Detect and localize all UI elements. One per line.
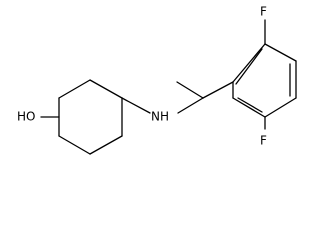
bond bbox=[232, 97, 266, 118]
molecule-structure: HO NH F F bbox=[17, 5, 297, 155]
cyclohexane-ring bbox=[58, 79, 123, 155]
bond bbox=[264, 97, 297, 118]
bond-ch-aryl bbox=[202, 81, 234, 99]
bond bbox=[232, 43, 266, 83]
bond bbox=[58, 135, 91, 155]
bond-ring-n bbox=[121, 97, 151, 114]
fluorine-top-label: F bbox=[260, 5, 267, 19]
bond-double bbox=[235, 48, 263, 85]
bond-ch-methyl bbox=[176, 81, 204, 99]
bond bbox=[264, 43, 297, 62]
fluorine-bottom-label: F bbox=[260, 134, 267, 148]
bond bbox=[58, 79, 91, 99]
bond bbox=[89, 135, 123, 155]
amine-label: NH bbox=[151, 110, 169, 124]
bond bbox=[89, 79, 123, 99]
bond-n-ch bbox=[177, 97, 204, 114]
hydroxyl-label: HO bbox=[17, 110, 35, 124]
bond-double bbox=[237, 97, 263, 113]
benzene-ring bbox=[232, 43, 297, 118]
